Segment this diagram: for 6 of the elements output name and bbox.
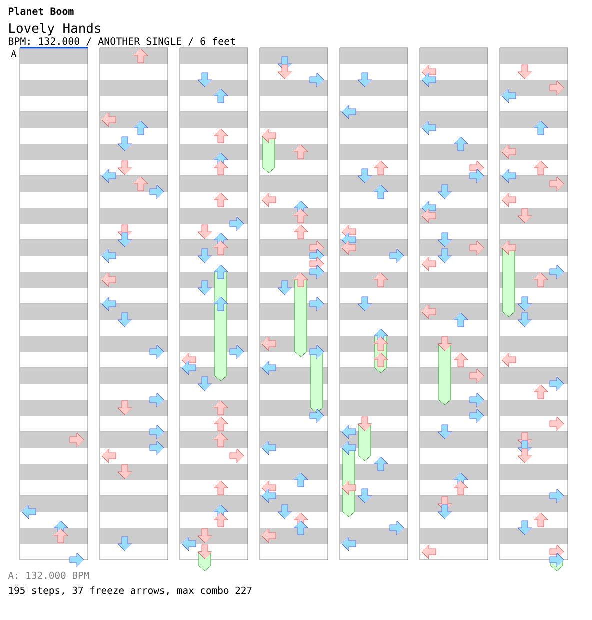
bpm-marker: A (11, 50, 16, 57)
chart-info: BPM: 132.000 / ANOTHER SINGLE / 6 feet (9, 37, 236, 46)
chart-stats: 195 steps, 37 freeze arrows, max combo 227 (9, 586, 252, 596)
song-title: Lovely Hands (10, 23, 100, 36)
artist-name: Planet Boom (8, 7, 74, 16)
bpm-note: A: 132.000 BPM (8, 572, 90, 580)
